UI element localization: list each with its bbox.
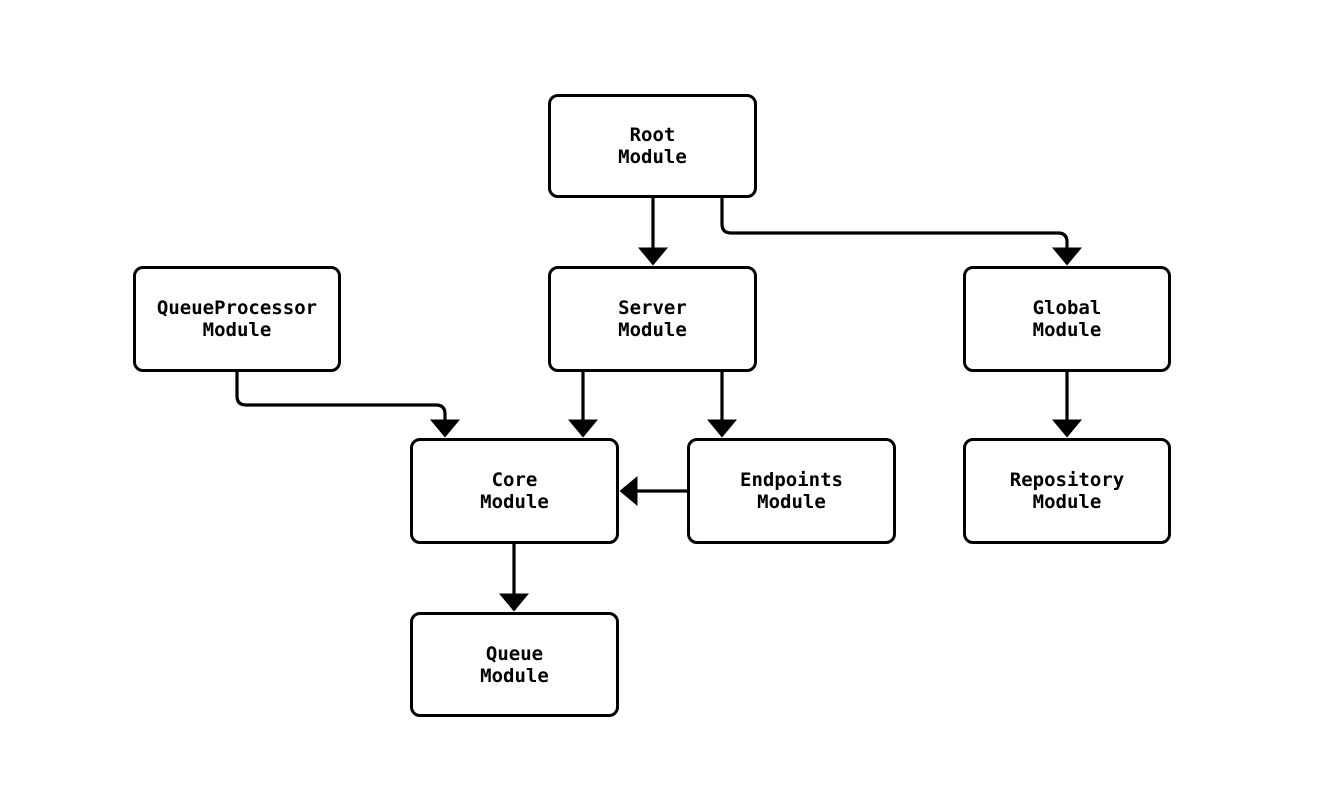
node-root-module-label: Root Module: [618, 124, 687, 168]
edge-queueprocessor-module-to-core-module: [235, 372, 460, 438]
node-queue-module-label: Queue Module: [480, 642, 549, 687]
node-root-module: Root Module: [548, 94, 757, 198]
node-core-module-label: Core Module: [480, 469, 549, 513]
node-endpoints-module-label: Endpoints Module: [740, 469, 843, 513]
node-core-module: Core Module: [410, 438, 619, 544]
node-queue-module: Queue Module: [410, 612, 619, 717]
node-repository-module-label: Repository Module: [1009, 469, 1125, 513]
node-queueprocessor-module: QueueProcessor Module: [133, 266, 341, 372]
node-server-module: Server Module: [548, 266, 757, 372]
node-repository-module: Repository Module: [963, 438, 1171, 544]
node-queueprocessor-module-label: QueueProcessor Module: [156, 297, 318, 341]
node-global-module: Global Module: [963, 266, 1171, 372]
node-endpoints-module: Endpoints Module: [687, 438, 896, 544]
node-global-module-label: Global Module: [1032, 297, 1102, 341]
edge-root-module-to-global-module: [720, 198, 1082, 266]
node-server-module-label: Server Module: [618, 297, 687, 341]
